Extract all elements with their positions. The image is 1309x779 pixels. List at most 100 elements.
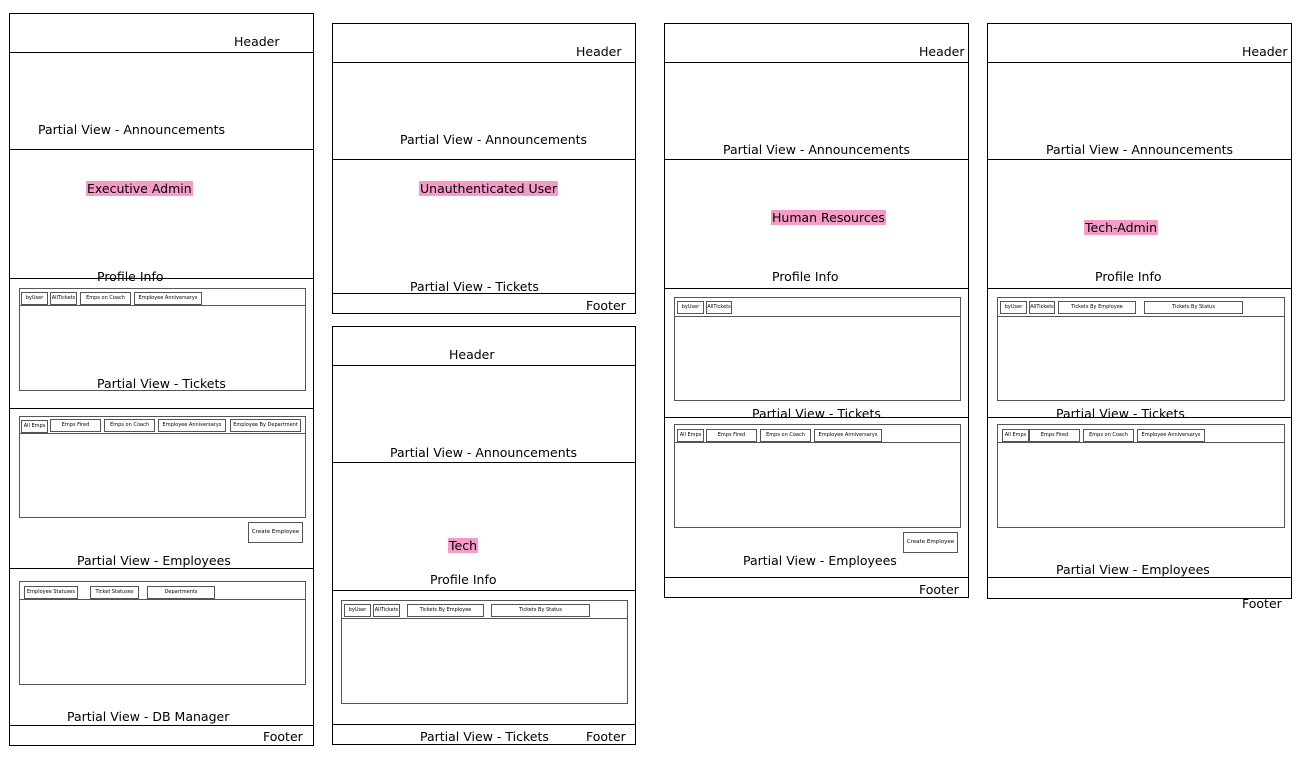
announcements-label: Partial View - Announcements [38, 122, 226, 137]
tab-employee-statuses[interactable]: Employee Statuses [24, 586, 78, 599]
tab-emps-on-coach[interactable]: Emps on Coach [1083, 429, 1134, 442]
tab-employee-anniversarys[interactable]: Employee Anniversarys [1137, 429, 1205, 442]
tab-by-user[interactable]: byUser [344, 604, 371, 617]
profile-info-label: Profile Info [97, 269, 164, 284]
header-label: Header [449, 347, 495, 362]
db-manager-label: Partial View - DB Manager [67, 709, 230, 724]
divider [664, 577, 969, 578]
header-label: Header [576, 44, 622, 59]
tab-all-emps[interactable]: All Emps [21, 420, 48, 433]
tab-all-emps[interactable]: All Emps [677, 429, 704, 442]
tab-bar-line [341, 618, 628, 619]
divider [9, 278, 314, 279]
tab-bar-line [19, 305, 306, 306]
tab-emps-on-coach[interactable]: Emps on Coach [760, 429, 811, 442]
divider [987, 62, 1292, 63]
divider [987, 288, 1292, 289]
announcements-label: Partial View - Announcements [400, 132, 588, 147]
create-employee-button[interactable]: Create Employee [903, 532, 958, 553]
role-label: Unauthenticated User [419, 181, 558, 196]
divider [9, 149, 314, 150]
tab-by-user[interactable]: byUser [1000, 301, 1027, 314]
employees-label: Partial View - Employees [77, 553, 231, 568]
divider [332, 462, 636, 463]
divider [9, 568, 314, 569]
role-label: Human Resources [771, 210, 886, 225]
tab-emps-fired[interactable]: Emps Fired [706, 429, 757, 442]
tickets-label: Partial View - Tickets [97, 376, 226, 391]
tab-bar-line [674, 442, 961, 443]
tickets-label: Partial View - Tickets [420, 729, 549, 744]
divider [332, 62, 636, 63]
header-label: Header [919, 44, 965, 59]
divider [332, 159, 636, 160]
tickets-panel [674, 297, 961, 401]
announcements-label: Partial View - Announcements [723, 142, 911, 157]
tab-by-user[interactable]: byUser [677, 301, 704, 314]
tab-employee-anniversarys[interactable]: Employee Anniversarys [814, 429, 882, 442]
profile-info-label: Profile Info [430, 572, 497, 587]
tickets-label: Partial View - Tickets [410, 279, 539, 294]
employees-label: Partial View - Employees [743, 553, 897, 568]
header-label: Header [1242, 44, 1288, 59]
role-label: Tech-Admin [1084, 220, 1159, 235]
tickets-panel [341, 600, 628, 704]
tickets-label: Partial View - Tickets [752, 406, 881, 421]
tab-emps-on-coach[interactable]: Emps on Coach [104, 419, 155, 432]
tab-emps-fired[interactable]: Emps Fired [1029, 429, 1080, 442]
divider [987, 577, 1292, 578]
divider [332, 590, 636, 591]
tab-bar-line [19, 599, 306, 600]
divider [987, 159, 1292, 160]
tab-all-tickets[interactable]: AllTickets [50, 292, 77, 305]
tab-emps-fired[interactable]: Emps Fired [50, 419, 101, 432]
tab-bar-line [997, 316, 1285, 317]
unauthenticated-user-page [332, 23, 636, 314]
tab-departments[interactable]: Departments [147, 586, 215, 599]
footer-label: Footer [919, 582, 959, 597]
tab-tickets-by-employee[interactable]: Tickets By Employee [407, 604, 484, 617]
role-label: Tech [448, 538, 478, 553]
tab-bar-line [997, 442, 1285, 443]
tab-tickets-by-status[interactable]: Tickets By Status [491, 604, 590, 617]
tab-bar-line [19, 433, 306, 434]
divider [9, 725, 314, 726]
tab-employee-anniversarys[interactable]: Employee Anniversarys [158, 419, 226, 432]
announcements-label: Partial View - Announcements [390, 445, 578, 460]
tab-all-tickets[interactable]: AllTickets [1029, 301, 1055, 314]
tab-tickets-by-status[interactable]: Tickets By Status [1144, 301, 1243, 314]
footer-label: Footer [263, 729, 303, 744]
tab-employee-anniversarys[interactable]: Employee Anniversarys [134, 292, 202, 305]
footer-label: Footer [1242, 596, 1282, 611]
footer-label: Footer [586, 298, 626, 313]
tab-bar-line [674, 316, 961, 317]
create-employee-button[interactable]: Create Employee [248, 522, 303, 543]
divider [987, 417, 1292, 418]
divider [332, 293, 636, 294]
announcements-label: Partial View - Announcements [1046, 142, 1234, 157]
divider [332, 365, 636, 366]
tab-employee-by-department[interactable]: Employee By Department [230, 419, 301, 432]
divider [664, 62, 969, 63]
divider [664, 288, 969, 289]
tab-all-tickets[interactable]: AllTickets [706, 301, 732, 314]
header-label: Header [234, 34, 280, 49]
employees-label: Partial View - Employees [1056, 562, 1210, 577]
tab-all-tickets[interactable]: AllTickets [373, 604, 400, 617]
tab-emps-on-coach[interactable]: Emps on Coach [80, 292, 131, 305]
role-label: Executive Admin [86, 181, 193, 196]
footer-label: Footer [586, 729, 626, 744]
tab-by-user[interactable]: byUser [21, 292, 48, 305]
divider [9, 408, 314, 409]
divider [9, 52, 314, 53]
tab-all-emps[interactable]: All Emps [1002, 429, 1029, 442]
tickets-panel [997, 297, 1285, 401]
tickets-label: Partial View - Tickets [1056, 406, 1185, 421]
divider [332, 724, 636, 725]
profile-info-label: Profile Info [1095, 269, 1162, 284]
profile-info-label: Profile Info [772, 269, 839, 284]
tab-tickets-by-employee[interactable]: Tickets By Employee [1058, 301, 1136, 314]
tab-ticket-statuses[interactable]: Ticket Statuses [90, 586, 139, 599]
divider [664, 159, 969, 160]
divider [664, 417, 969, 418]
